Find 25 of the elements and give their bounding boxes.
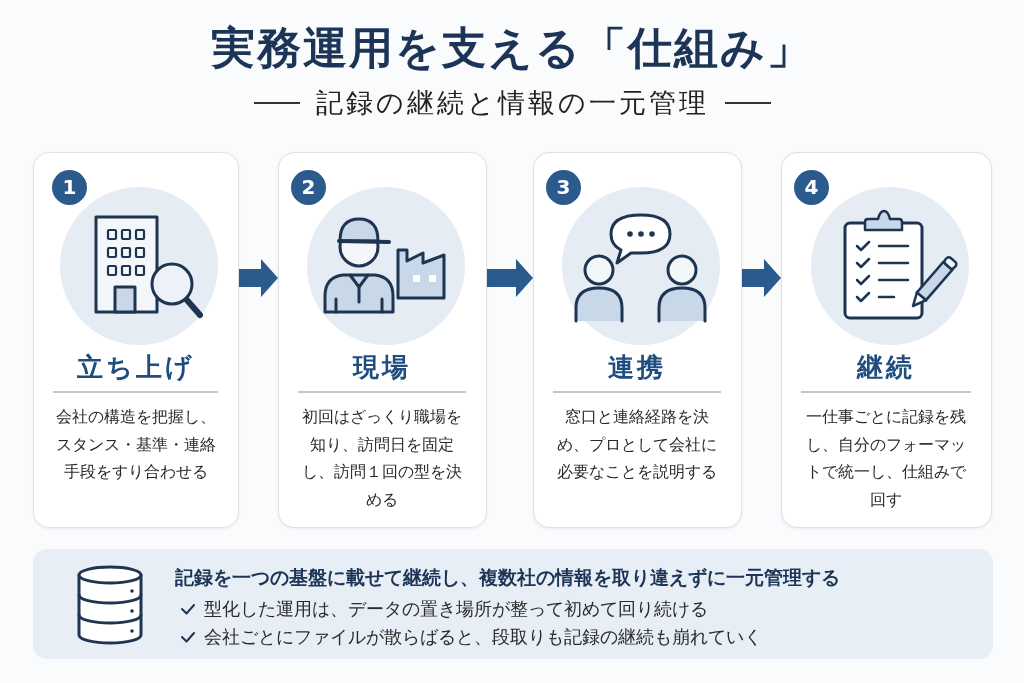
- arrow: [742, 259, 781, 297]
- title: 実務運用を支える「仕組み」: [211, 22, 813, 73]
- step-card: [278, 152, 487, 528]
- summary-panel: [33, 549, 993, 659]
- step-card: [33, 152, 239, 528]
- number-badge: 2: [291, 170, 326, 205]
- step-card: [781, 152, 992, 528]
- step-description: 会社の構造を把握し、スタンス・基準・連絡手段をすり合わせる: [55, 407, 217, 483]
- subtitle: 記録の継続と情報の一元管理: [315, 86, 709, 120]
- step-title: 現場: [353, 352, 411, 382]
- step-title: 継続: [857, 352, 915, 382]
- number-badge: 3: [546, 170, 581, 205]
- arrow: [239, 259, 278, 297]
- bullet-text: 会社ごとにファイルが散らばると、段取りも記録の継続も崩れていく: [204, 626, 762, 649]
- step-title: 立ち上げ: [76, 352, 195, 382]
- step-description: 一仕事ごとに記録を残し、自分のフォーマットで統一し、仕組みで回す: [805, 407, 967, 511]
- arrow: [487, 259, 533, 297]
- summary-heading: 記録を一つの基盤に載せて継続し、複数社の情報を取り違えずに一元管理する: [175, 565, 840, 589]
- step-card: [533, 152, 742, 528]
- step-title: 連携: [608, 352, 666, 382]
- number-badge: 1: [52, 170, 87, 205]
- bullet-text: 型化した運用は、データの置き場所が整って初めて回り続ける: [204, 598, 708, 621]
- step-description: 窓口と連絡経路を決め、プロとして会社に必要なことを説明する: [556, 407, 718, 483]
- step-description: 初回はざっくり職場を知り、訪問日を固定し、訪問１回の型を決める: [301, 407, 463, 511]
- number-badge: 4: [794, 170, 829, 205]
